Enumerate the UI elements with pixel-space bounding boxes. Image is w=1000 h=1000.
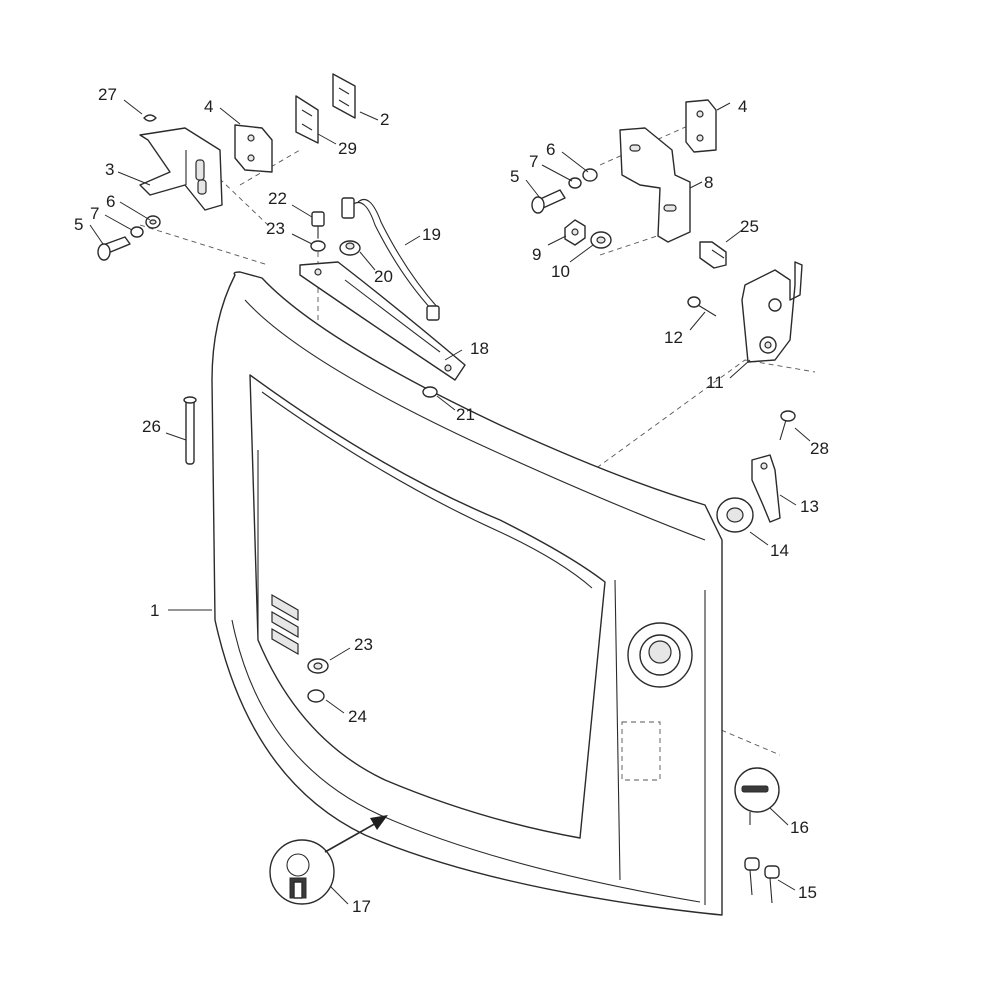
right-bolt xyxy=(531,189,566,214)
callout-4-left: 4 xyxy=(204,97,213,116)
callout-17: 17 xyxy=(352,897,371,916)
callout-3: 3 xyxy=(105,160,114,179)
callout-23-bottom: 23 xyxy=(354,635,373,654)
plate-nut xyxy=(422,386,438,398)
callout-10: 10 xyxy=(551,262,570,281)
callout-18: 18 xyxy=(470,339,489,358)
left-bolt xyxy=(97,236,131,261)
right-lock-washer xyxy=(568,177,582,189)
callout-1: 1 xyxy=(150,601,159,620)
callout-22: 22 xyxy=(268,189,287,208)
callout-8: 8 xyxy=(704,173,713,192)
lock-cam xyxy=(751,454,781,523)
bottom-nut xyxy=(307,689,325,703)
callout-11: 11 xyxy=(706,373,724,392)
right-flat-washer xyxy=(582,168,598,182)
left-flat-washer xyxy=(145,215,161,229)
keys xyxy=(744,857,780,904)
gas-strut-rod xyxy=(341,197,440,321)
callout-9: 9 xyxy=(532,245,541,264)
shim-plate-29 xyxy=(295,95,319,144)
callout-20: 20 xyxy=(374,267,393,286)
callout-21: 21 xyxy=(456,405,475,424)
gas-strut-plate xyxy=(299,261,466,381)
callout-6-left: 6 xyxy=(106,192,115,211)
bottom-washer xyxy=(307,658,329,674)
top-screw xyxy=(311,211,325,238)
callout-15: 15 xyxy=(798,883,817,902)
lock-bezel-ring xyxy=(716,497,754,533)
callout-labels: 1 2 3 4 4 5 5 6 6 7 7 8 9 10 11 12 13 14… xyxy=(74,85,829,916)
callout-23-top: 23 xyxy=(266,219,285,238)
strut-nut xyxy=(339,240,361,256)
callout-14: 14 xyxy=(770,541,789,560)
right-hinge-bracket xyxy=(619,127,691,243)
callout-7-right: 7 xyxy=(529,152,538,171)
left-lock-washer xyxy=(130,226,144,238)
leader-lines xyxy=(89,99,811,905)
callout-26: 26 xyxy=(142,417,161,436)
callout-28: 28 xyxy=(810,439,829,458)
callout-5-right: 5 xyxy=(510,167,519,186)
hex-nut xyxy=(564,219,586,246)
top-washer xyxy=(310,240,326,252)
seal-detail-magnifier xyxy=(269,839,335,905)
callout-5-left: 5 xyxy=(74,215,83,234)
callout-29: 29 xyxy=(338,139,357,158)
callout-24: 24 xyxy=(348,707,367,726)
callout-25: 25 xyxy=(740,217,759,236)
left-hinge-bracket xyxy=(139,127,223,211)
callout-12: 12 xyxy=(664,328,683,347)
detail-arrow xyxy=(324,815,388,853)
latch-screw xyxy=(687,296,717,317)
left-spacer-block xyxy=(234,124,273,173)
callout-13: 13 xyxy=(800,497,819,516)
lock-screw xyxy=(779,410,796,441)
striker-pin xyxy=(699,241,727,269)
callout-16: 16 xyxy=(790,818,809,837)
large-washer xyxy=(590,231,612,249)
callout-6-right: 6 xyxy=(546,140,555,159)
callout-27: 27 xyxy=(98,85,117,104)
retaining-clip xyxy=(143,114,157,122)
callout-7-left: 7 xyxy=(90,204,99,223)
callout-19: 19 xyxy=(422,225,441,244)
cylinder-lock xyxy=(734,767,780,825)
shim-plate-2 xyxy=(332,73,356,119)
door-latch xyxy=(741,261,803,363)
callout-2: 2 xyxy=(380,110,389,129)
hinge-pin xyxy=(183,396,197,465)
right-spacer-block xyxy=(685,99,717,153)
callout-4-right: 4 xyxy=(738,97,747,116)
door-panel xyxy=(211,271,723,916)
